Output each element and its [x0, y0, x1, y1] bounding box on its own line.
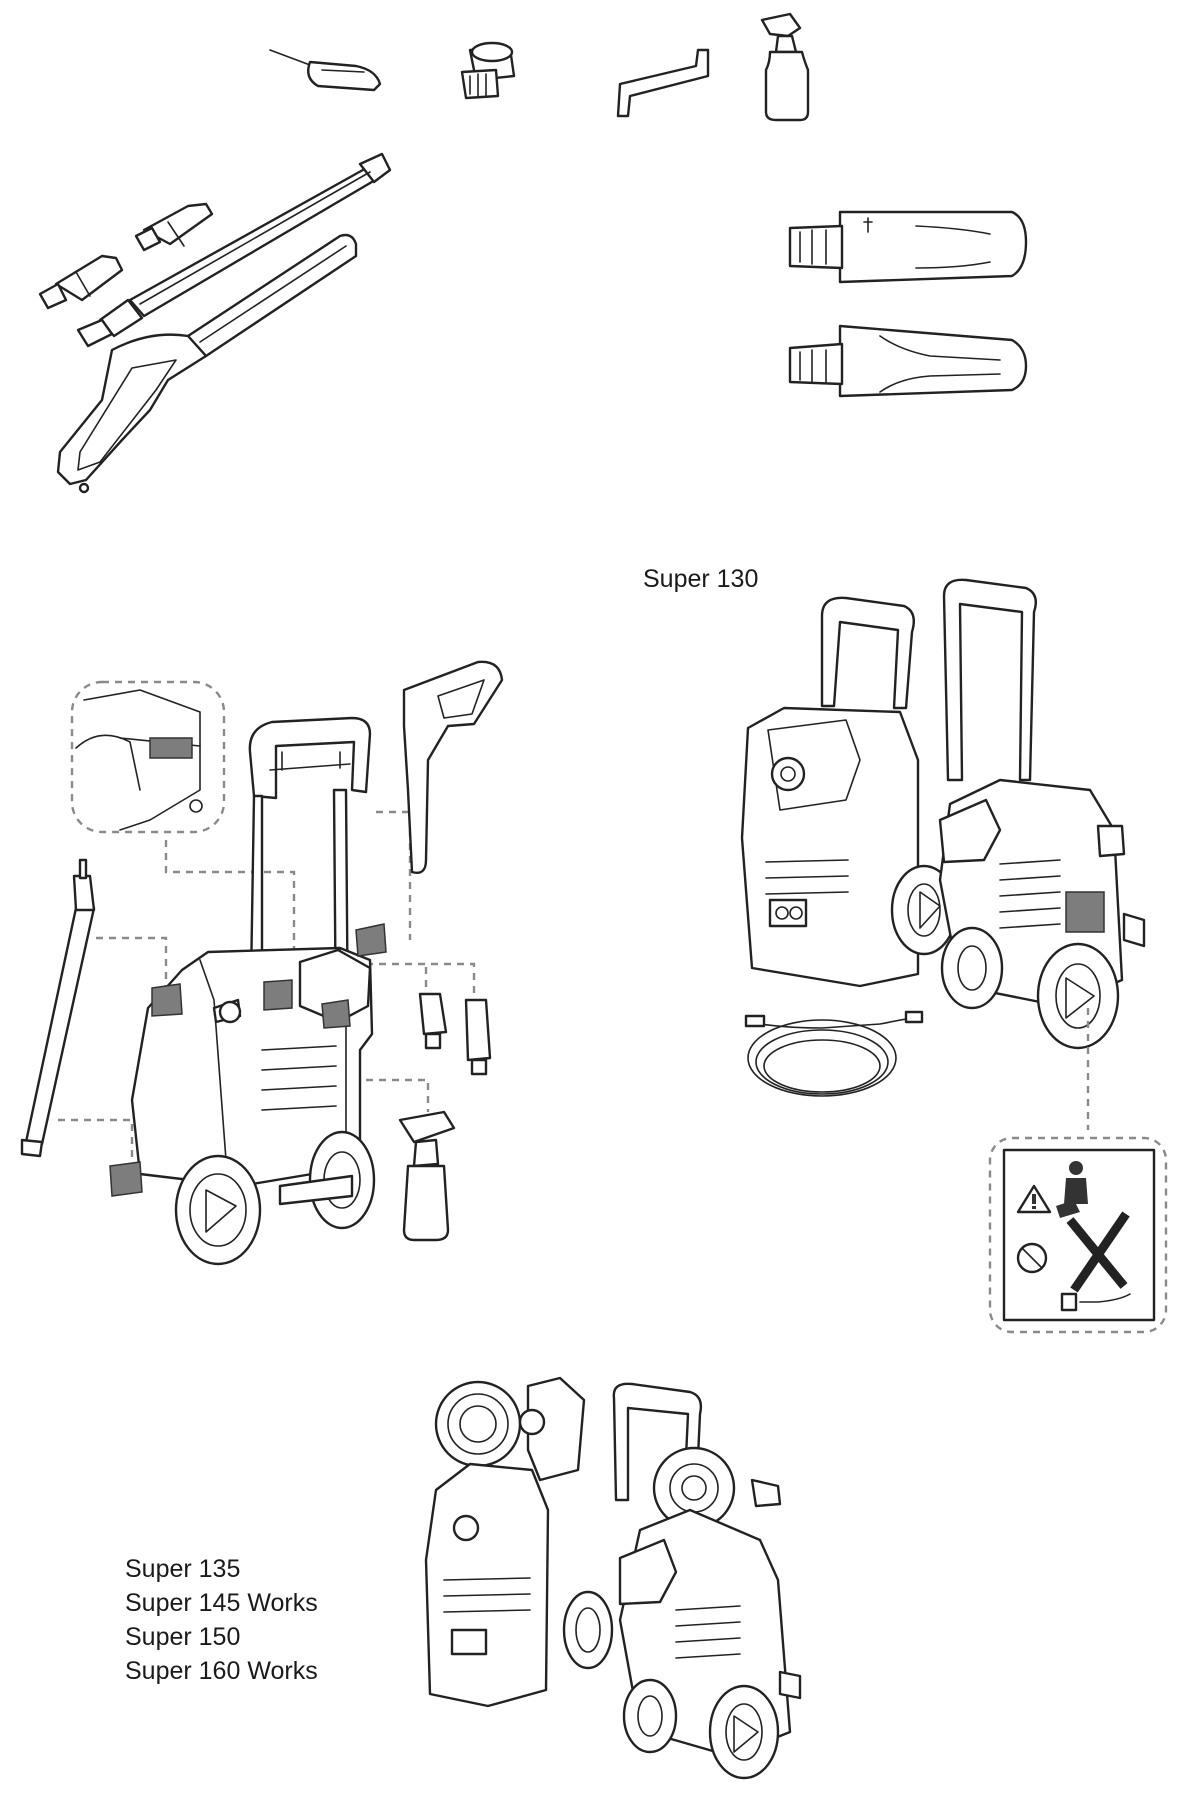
- no-spray-icon: [1016, 1242, 1048, 1274]
- nozzle-small-b: [38, 254, 124, 310]
- model-label-super-150: Super 150: [125, 1623, 241, 1651]
- model-label-super-160-works: Super 160 Works: [125, 1657, 318, 1685]
- model-label-super-145-works: Super 145 Works: [125, 1589, 318, 1617]
- warning-label-callout: [988, 1008, 1168, 1334]
- crossed-out-icon: [1066, 1211, 1130, 1293]
- nozzle-small-a: [134, 202, 214, 252]
- lance-upper: [76, 152, 392, 348]
- plug-icon: [1060, 1292, 1131, 1312]
- person-and-animal-icon: [1056, 1161, 1088, 1218]
- side-lance: [20, 858, 96, 1158]
- nozzle-large-variable: [788, 324, 1028, 398]
- warning-triangle-icon: [1016, 1184, 1052, 1214]
- hex-key: [616, 48, 710, 118]
- super-135-front: [424, 1376, 614, 1708]
- hose-connector: [460, 41, 516, 100]
- super-130-hose: [744, 1010, 924, 1097]
- model-label-super-130: Super 130: [643, 565, 759, 593]
- nozzle-large-rotating: [788, 210, 1028, 284]
- super-135-back: [612, 1382, 802, 1780]
- pressure-washer-main: [109, 716, 376, 1266]
- nozzle-cleaning-needle: [269, 49, 382, 92]
- foam-bottle-stored: [398, 1110, 456, 1242]
- model-label-super-135: Super 135: [125, 1555, 241, 1583]
- stored-gun: [355, 660, 504, 957]
- stored-nozzles: [418, 992, 492, 1076]
- super-130-back: [938, 578, 1146, 1050]
- foam-bottle-small: [760, 12, 810, 122]
- super-130-front: [740, 596, 958, 988]
- detail-callout: [70, 680, 226, 834]
- model-list: Super 135 Super 145 Works Super 150 Supe…: [125, 1552, 318, 1688]
- spray-gun: [56, 233, 358, 494]
